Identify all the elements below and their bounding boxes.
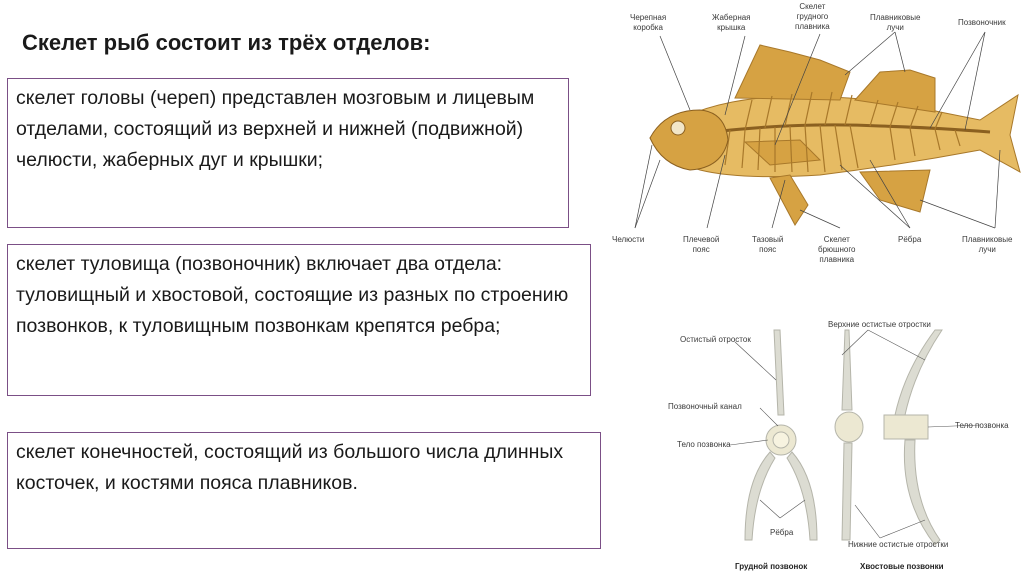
spinal-canal-label: Позвоночный канал [668, 402, 742, 411]
pectoral-fin-label: Скелет грудного плавника [795, 2, 830, 32]
fin-rays-bottom-label: Плавниковые лучи [962, 235, 1013, 255]
gill-cover-label-line2: крышка [717, 23, 746, 32]
thoracic-vertebra-caption: Грудной позвонок [735, 562, 808, 571]
trunk-skeleton-box: скелет туловища (позвоночник) включает д… [7, 244, 591, 396]
gill-cover-label-line1: Жаберная [712, 13, 751, 22]
cranium-label: Черепная коробка [630, 13, 666, 33]
pelvic-girdle-label-line2: пояс [759, 245, 777, 254]
limb-skeleton-text: скелет конечностей, состоящий из большог… [16, 441, 564, 494]
ventral-fin-label: Скелет брюшного плавника [818, 235, 856, 265]
pectoral-fin-label-line2: грудного [796, 12, 829, 21]
limb-skeleton-box: скелет конечностей, состоящий из большог… [7, 432, 601, 549]
fin-rays-bottom-label-line2: лучи [978, 245, 996, 254]
shoulder-girdle-label-line1: Плечевой [683, 235, 720, 244]
fin-rays-bottom-label-line1: Плавниковые [962, 235, 1013, 244]
pectoral-fin-label-line1: Скелет [799, 2, 826, 11]
shoulder-girdle-label: Плечевой пояс [683, 235, 719, 255]
gill-cover-label: Жаберная крышка [712, 13, 751, 33]
slide-title: Скелет рыб состоит из трёх отделов: [22, 30, 431, 55]
head-skeleton-box: скелет головы (череп) представлен мозгов… [7, 78, 569, 228]
caudal-vertebrae-caption: Хвостовые позвонки [860, 562, 944, 571]
ventral-fin-label-line1: Скелет [823, 235, 850, 244]
ventral-fin-label-line3: плавника [819, 255, 855, 264]
fin-rays-top-label: Плавниковые лучи [870, 13, 921, 33]
cranium-label-line2: коробка [633, 23, 663, 32]
trunk-skeleton-text: скелет туловища (позвоночник) включает д… [16, 253, 569, 337]
pelvic-girdle-label: Тазовый пояс [752, 235, 783, 255]
lower-spinous-label: Нижние остистые отростки [848, 540, 949, 549]
pelvic-girdle-label-line1: Тазовый [752, 235, 784, 244]
spine-label: Позвоночник [958, 18, 1006, 27]
vertebra-ribs-label: Рёбра [770, 528, 794, 537]
vertebra-body-label-left: Тело позвонка [677, 440, 731, 449]
upper-spinous-label: Верхние остистые отростки [828, 320, 931, 329]
ventral-fin-label-line2: брюшного [818, 245, 856, 254]
cranium-label-line1: Черепная [630, 13, 667, 22]
jaws-label: Челюсти [612, 235, 645, 244]
shoulder-girdle-label-line2: пояс [692, 245, 710, 254]
ribs-label: Рёбра [898, 235, 922, 244]
vertebra-body-label-right: Тело позвонка [955, 421, 1009, 430]
head-skeleton-text: скелет головы (череп) представлен мозгов… [16, 87, 535, 171]
fin-rays-top-label-line1: Плавниковые [870, 13, 921, 22]
spinous-process-label: Остистый отросток [680, 335, 751, 344]
fin-rays-top-label-line2: лучи [886, 23, 904, 32]
pectoral-fin-label-line3: плавника [795, 22, 830, 31]
